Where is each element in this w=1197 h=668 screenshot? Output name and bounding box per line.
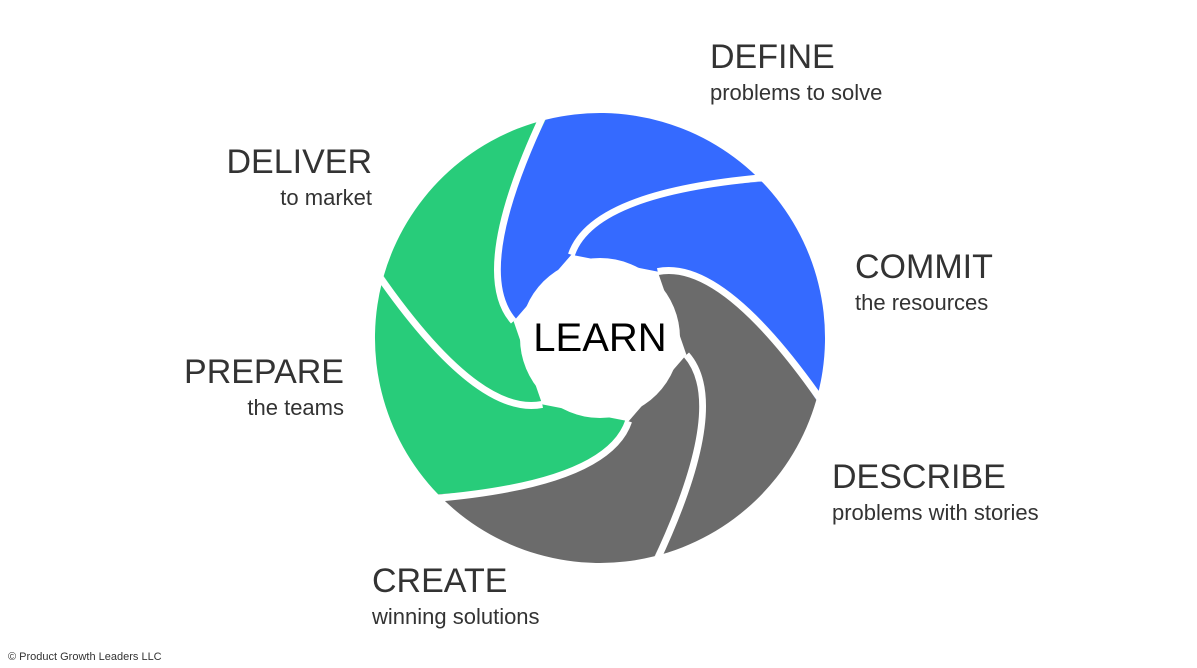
blade-commit	[571, 181, 826, 400]
stage-describe: DESCRIBE problems with stories	[832, 460, 1039, 524]
stage-subtitle: the teams	[247, 395, 344, 420]
blade-separator	[493, 112, 548, 324]
stage-subtitle: problems with stories	[832, 500, 1039, 525]
stage-subtitle: problems to solve	[710, 80, 883, 105]
stage-subtitle: to market	[280, 185, 372, 210]
stage-title: DELIVER	[226, 143, 373, 181]
stage-prepare: PREPARE the teams	[184, 355, 344, 419]
stage-title: COMMIT	[855, 248, 993, 286]
blade-prepare	[374, 276, 629, 495]
blade-separator	[652, 352, 707, 564]
stage-title: DEFINE	[710, 38, 835, 76]
stage-title: DESCRIBE	[832, 458, 1006, 496]
stage-deliver: DELIVER to market	[227, 145, 373, 209]
stage-subtitle: the resources	[855, 290, 989, 315]
center-circle	[520, 258, 680, 418]
stage-title: CREATE	[372, 562, 508, 600]
stage-define: DEFINE problems to solve	[710, 40, 882, 104]
copyright: © Product Growth Leaders LLC	[8, 651, 162, 663]
stage-subtitle: winning solutions	[372, 604, 540, 629]
stage-title: PREPARE	[184, 353, 344, 391]
blade-separator	[433, 419, 632, 502]
stage-commit: COMMIT the resources	[855, 250, 993, 314]
blade-separator	[657, 267, 825, 404]
stage-create: CREATE winning solutions	[372, 564, 540, 628]
blade-separator	[568, 174, 767, 257]
center-label: LEARN	[533, 316, 667, 360]
blade-separator	[375, 272, 543, 409]
